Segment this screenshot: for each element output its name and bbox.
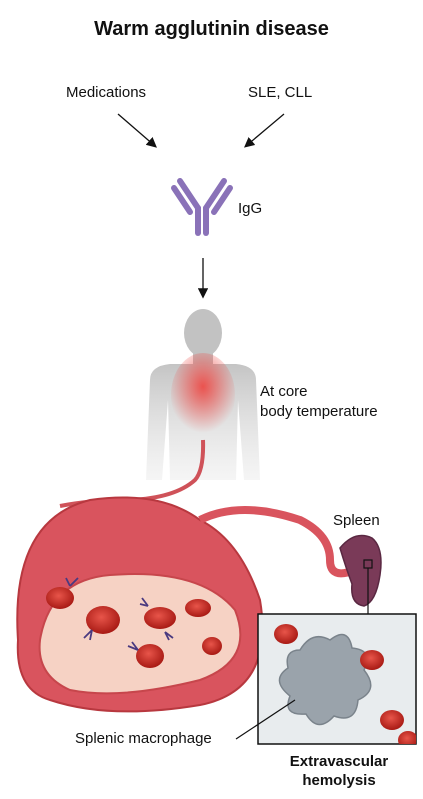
extravascular-hemolysis-label: Extravascular hemolysis (256, 752, 422, 790)
human-body-figure (146, 309, 260, 480)
hemolysis-inset (257, 613, 417, 745)
extravascular-line2: hemolysis (302, 772, 376, 789)
red-blood-cells (46, 587, 222, 668)
diagram-title: Warm agglutinin disease (94, 18, 329, 40)
macrophage-pointer (235, 699, 296, 740)
spleen-label: Spleen (333, 512, 380, 529)
splenic-macrophage-label: Splenic macrophage (75, 730, 212, 747)
igg-antibody-icon (171, 178, 233, 236)
core-label-line2: body temperature (260, 403, 378, 420)
medications-arrow (117, 113, 157, 148)
macrophage-icon (278, 633, 372, 726)
sle-cll-arrow (244, 113, 285, 148)
sle-cll-label: SLE, CLL (248, 84, 313, 101)
medications-label: Medications (66, 84, 147, 101)
extravascular-line1: Extravascular (289, 753, 389, 770)
core-temperature-label: At core body temperature (260, 382, 420, 422)
core-label-line1: At core (260, 383, 308, 400)
bound-igg-marks (65, 577, 174, 651)
igg-label: IgG (238, 200, 263, 217)
spleen-icon (339, 534, 382, 614)
